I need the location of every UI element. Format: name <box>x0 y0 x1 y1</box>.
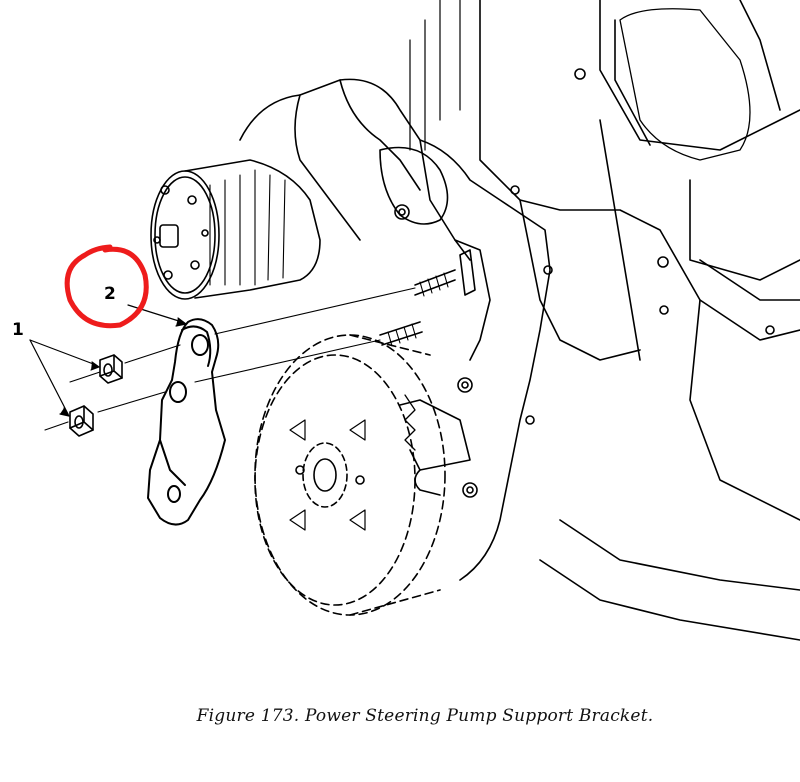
nut-upper <box>99 354 123 384</box>
figure-caption: Figure 173. Power Steering Pump Support … <box>196 706 654 726</box>
crankshaft-pulley <box>254 334 446 616</box>
upper-stud <box>414 269 456 297</box>
timing-cover <box>239 78 553 581</box>
callout-label-1: 1 <box>12 320 24 340</box>
callout-label-2: 2 <box>104 284 116 304</box>
nut-lower <box>69 405 94 437</box>
engine-block <box>409 0 800 641</box>
lower-stud <box>379 321 423 347</box>
highlight-circle <box>64 244 149 329</box>
water-pump-pulley <box>150 159 321 300</box>
support-bracket <box>147 318 226 526</box>
leader-lines <box>29 304 187 417</box>
alignment-lines <box>44 287 416 431</box>
